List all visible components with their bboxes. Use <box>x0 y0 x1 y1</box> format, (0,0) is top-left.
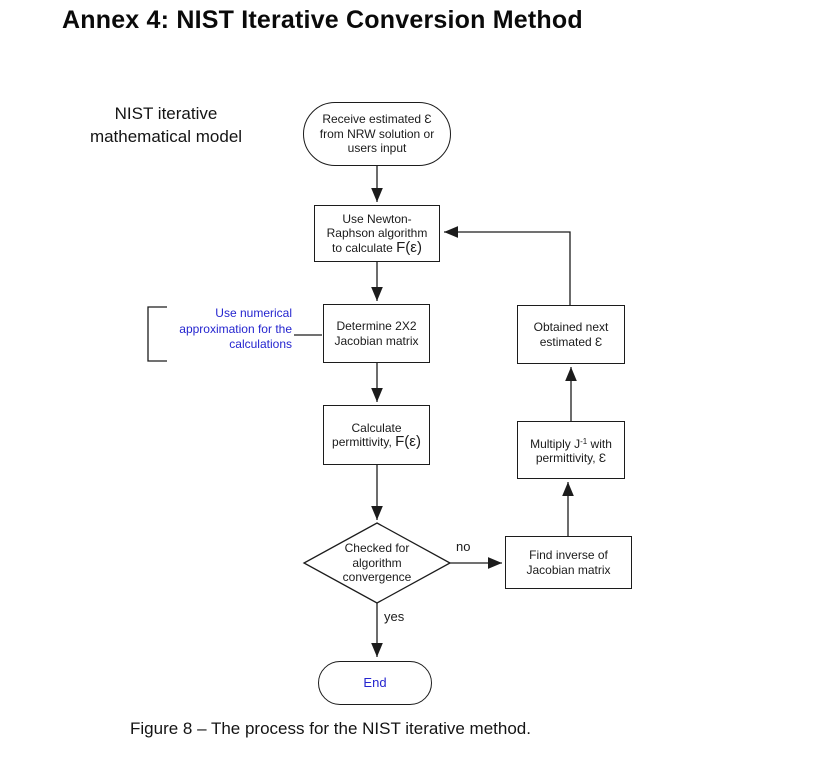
node-obtained-next-estimate: Obtained next estimated Ɛ <box>517 305 625 364</box>
jacobian-line2: Jacobian matrix <box>334 333 419 348</box>
node-jacobian-matrix: Determine 2X2 Jacobian matrix <box>323 304 430 363</box>
figure-caption: Figure 8 – The process for the NIST iter… <box>130 719 531 738</box>
multiply-line2: permittivity, Ɛ <box>535 451 607 465</box>
node-calculate-permittivity: Calculate permittivity, F(ε) <box>323 405 430 465</box>
annotation-line2: approximation for the <box>179 321 292 336</box>
edge-feedback-to-newton <box>444 226 571 305</box>
model-label-line1: NIST iterative <box>114 104 218 123</box>
decision-line2: algorithm <box>352 555 402 570</box>
start-line1: Receive estimated Ɛ <box>322 112 432 127</box>
decision-diamond <box>302 522 452 604</box>
f-epsilon-symbol: F(ε) <box>395 433 421 450</box>
obtained-line1: Obtained next <box>533 320 609 334</box>
calc-line2: permittivity, F(ε) <box>332 433 421 450</box>
newton-line3: to calculate F(ε) <box>332 238 422 256</box>
model-label-line2: mathematical model <box>89 127 243 146</box>
annotation-line1: Use numerical <box>215 306 292 320</box>
end-label: End <box>363 674 387 690</box>
node-end-terminal: End <box>318 661 432 705</box>
decision-line1: Checked for <box>344 541 410 556</box>
node-convergence-decision: Checked for algorithm convergence <box>314 541 440 585</box>
start-line3: users input <box>347 141 407 156</box>
calc-line1: Calculate <box>351 420 402 435</box>
node-newton-raphson: Use Newton- Raphson algorithm to calcula… <box>314 205 440 262</box>
numerical-approximation-note: Use numerical approximation for the calc… <box>152 306 292 353</box>
annotation-bracket <box>147 306 167 362</box>
annotation-line3: calculations <box>229 337 292 351</box>
superscript-minus-one: -1 <box>580 436 588 446</box>
newton-line2: Raphson algorithm <box>326 226 428 241</box>
obtained-line2: estimated Ɛ <box>539 334 603 349</box>
edge-label-no: no <box>456 539 471 554</box>
node-find-inverse: Find inverse of Jacobian matrix <box>505 536 632 589</box>
decision-line3: convergence <box>342 570 412 585</box>
jacobian-line1: Determine 2X2 <box>336 319 417 333</box>
model-label: NIST iterative mathematical model <box>55 102 277 148</box>
newton-line1: Use Newton- <box>342 211 412 226</box>
multiply-line1: Multiply J-1 with <box>530 436 612 451</box>
edge-label-yes: yes <box>384 609 405 624</box>
find-line1: Find inverse of <box>529 548 608 562</box>
start-line2: from NRW solution or <box>319 126 435 141</box>
node-multiply-inverse: Multiply J-1 with permittivity, Ɛ <box>517 421 625 479</box>
page-title: Annex 4: NIST Iterative Conversion Metho… <box>62 6 583 34</box>
find-line2: Jacobian matrix <box>526 562 611 577</box>
f-epsilon-symbol: F(ε) <box>396 238 422 256</box>
node-start-terminal: Receive estimated Ɛ from NRW solution or… <box>303 102 451 166</box>
